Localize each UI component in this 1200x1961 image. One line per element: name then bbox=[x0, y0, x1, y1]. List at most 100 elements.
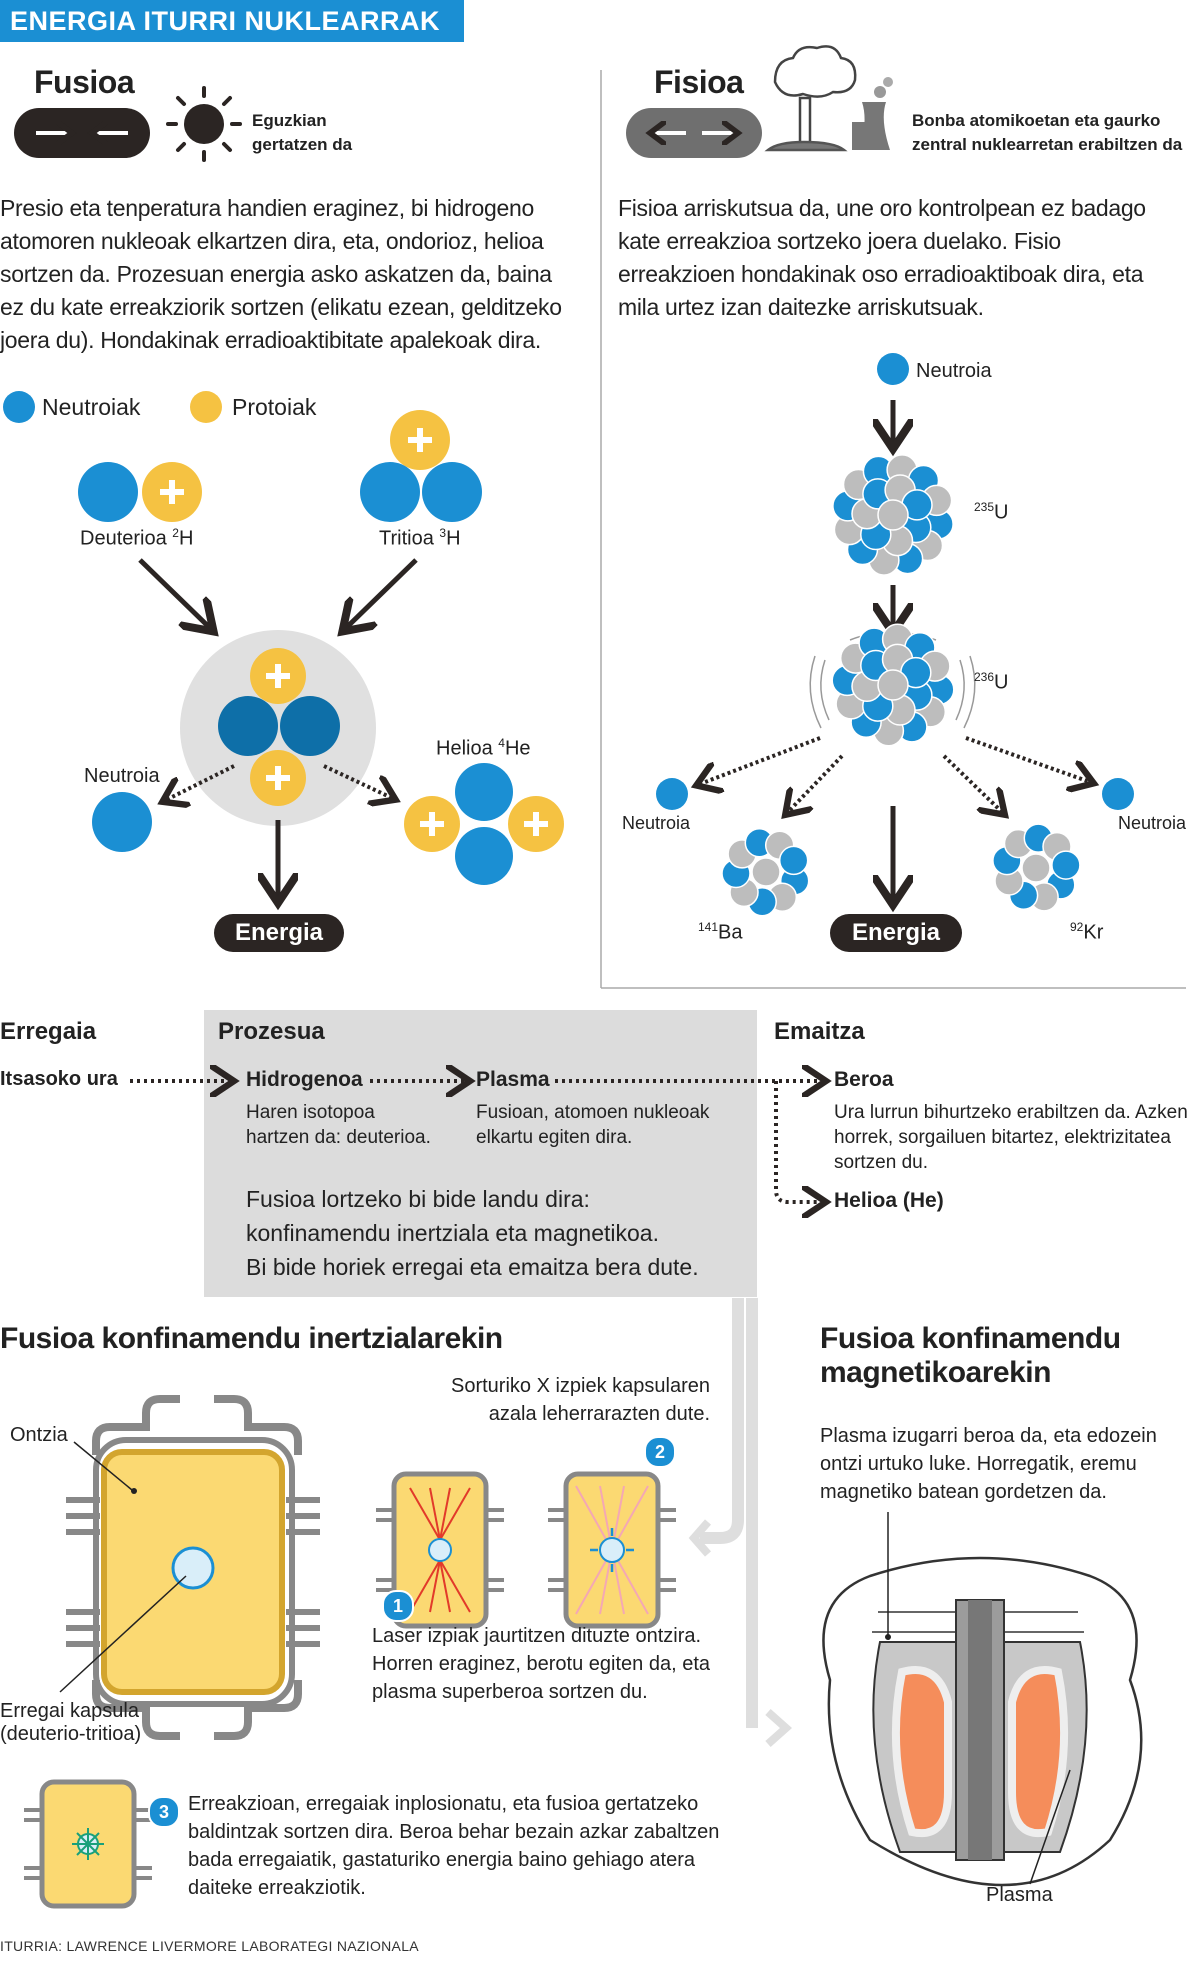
ba-nucleus bbox=[721, 827, 810, 917]
helium-label: Helioa 4He bbox=[436, 736, 531, 761]
tokamak-reactor bbox=[822, 1556, 1143, 1887]
description-line: kate erreakzioa sortzeko joera duelako. … bbox=[618, 228, 1061, 254]
fission-description: Fisioa arriskutsua da, une oro kontrolpe… bbox=[618, 192, 1198, 324]
reaction-text-line: baldintzak sortzen dira. Beroa behar bez… bbox=[188, 1821, 720, 1843]
plasma-text: Fusioan, atomoen nukleoak elkartu egiten… bbox=[476, 1100, 709, 1150]
hydrogen-text: Haren isotopoa hartzen da: deuterioa. bbox=[246, 1100, 431, 1150]
helium-element: He bbox=[504, 737, 531, 760]
arrow-tritium bbox=[346, 558, 418, 628]
description-line: atomoren nukleoak elkartzen dira, eta, o… bbox=[0, 228, 544, 254]
u236-iso: 236 bbox=[974, 670, 995, 684]
magnetic-title: Fusioa konfinamendu magnetikoarekin bbox=[820, 1322, 1121, 1390]
process-note-line: Bi bide horiek erregai eta emaitza bera … bbox=[246, 1254, 699, 1280]
arrow-to-left-neutron bbox=[700, 736, 821, 784]
arrow-plasma-to-helium bbox=[774, 1081, 822, 1202]
u235-element: U bbox=[994, 501, 1009, 524]
nucleon bbox=[877, 669, 909, 701]
tritium-iso: 3 bbox=[439, 526, 447, 540]
power-plant-icon bbox=[852, 77, 893, 150]
capsule-label-line: (deuterio-tritioa) bbox=[0, 1723, 142, 1745]
laser-vessel bbox=[376, 1471, 504, 1629]
hydrogen-label: Hidrogenoa bbox=[246, 1068, 363, 1091]
u236-nucleus bbox=[831, 623, 955, 747]
nucleon bbox=[751, 857, 781, 887]
fission-caption-line: zentral nuklearretan erabiltzen da bbox=[912, 135, 1183, 154]
magnetic-text-line: Plasma izugarri beroa da, eta edozein bbox=[820, 1425, 1157, 1447]
fusion-core bbox=[180, 630, 376, 826]
magnetic-text-line: magnetiko batean gordetzen da. bbox=[820, 1481, 1107, 1503]
laser-text-line: Horren eraginez, berotu egiten da, eta bbox=[372, 1653, 710, 1675]
helium-iso: 4 bbox=[498, 736, 505, 750]
step-2-badge: 2 bbox=[644, 1436, 676, 1468]
deuterium-label: Deuterioa 2H bbox=[80, 526, 193, 551]
vessel-leader-line bbox=[73, 1441, 133, 1491]
vessel-label: Ontzia bbox=[10, 1424, 68, 1446]
xray-text-line: Sorturiko X izpiek kapsularen bbox=[450, 1375, 710, 1397]
ba-iso: 141 bbox=[698, 920, 719, 934]
tritium-name: Tritioa bbox=[379, 527, 434, 550]
fusion-nucleus bbox=[218, 648, 340, 806]
arrow-to-kr bbox=[942, 754, 1002, 812]
fusion-arrows-icon bbox=[14, 108, 150, 158]
deuterium-element: H bbox=[178, 527, 194, 550]
ba-element: Ba bbox=[718, 921, 743, 944]
seawater-label: Itsasoko ura bbox=[0, 1068, 118, 1090]
description-line: erreakzioen hondakinak oso erradioaktibo… bbox=[618, 261, 1144, 287]
helium-atom bbox=[404, 763, 564, 885]
fusion-neutron-label: Neutroia bbox=[84, 765, 160, 787]
incoming-neutron bbox=[877, 353, 909, 385]
fuel-title: Erregaia bbox=[0, 1018, 97, 1045]
fission-energy-badge: Energia bbox=[830, 914, 962, 952]
kr-element: Kr bbox=[1083, 921, 1104, 944]
connector-to-inertial bbox=[700, 1298, 744, 1544]
process-title: Prozesua bbox=[218, 1018, 325, 1045]
xray-vessel bbox=[548, 1471, 676, 1629]
sun-icon bbox=[166, 86, 242, 162]
laser-text-line: plasma superberoa sortzen du. bbox=[372, 1681, 648, 1703]
nucleon bbox=[877, 499, 909, 531]
plasma-text-line: elkartu egiten dira. bbox=[476, 1127, 633, 1148]
description-line: Fisioa arriskutsua da, une oro kontrolpe… bbox=[618, 195, 1146, 221]
reaction-text-line: daiteke erreakziotik. bbox=[188, 1877, 366, 1899]
laser-text-line: Laser izpiak jaurtitzen dituzte ontzira. bbox=[372, 1625, 702, 1647]
heat-text-line: horrek, sorgailuen bitartez, elektrizita… bbox=[834, 1127, 1171, 1148]
plasma-leader-line bbox=[1029, 1769, 1071, 1885]
step-1-badge: 1 bbox=[382, 1590, 414, 1622]
heat-label: Beroa bbox=[834, 1068, 894, 1091]
tritium-element: H bbox=[446, 527, 461, 550]
sun-caption: Eguzkian gertatzen da bbox=[252, 109, 352, 157]
implosion-vessel bbox=[24, 1779, 152, 1909]
fission-caption-line: Bonba atomikoetan eta gaurko bbox=[912, 111, 1161, 130]
u236-element: U bbox=[994, 671, 1009, 694]
u235-label: 235U bbox=[974, 500, 1008, 525]
process-note-line: Fusioa lortzeko bi bide landu dira: bbox=[246, 1186, 590, 1212]
tokamak-plasma-label: Plasma bbox=[986, 1884, 1053, 1906]
source-credit: ITURRIA: LAWRENCE LIVERMORE LABORATEGI N… bbox=[0, 1938, 419, 1954]
sun-caption-line: gertatzen da bbox=[252, 135, 353, 154]
tritium-atom bbox=[360, 410, 482, 522]
heat-text-line: Ura lurrun bihurtzeko erabiltzen da. Azk… bbox=[834, 1102, 1188, 1123]
kr-label: 92Kr bbox=[1070, 920, 1103, 945]
heat-text-line: sortzen du. bbox=[834, 1152, 928, 1173]
ba-label: 141Ba bbox=[698, 920, 743, 945]
xray-text: Sorturiko X izpiek kapsularen azala lehe… bbox=[420, 1372, 710, 1428]
fission-caption: Bonba atomikoetan eta gaurko zentral nuk… bbox=[912, 109, 1182, 157]
legend-neutron-icon bbox=[3, 391, 35, 423]
deuterium-atom bbox=[78, 462, 202, 522]
fusion-energy-badge: Energia bbox=[214, 914, 344, 952]
magnetic-title-line: Fusioa konfinamendu bbox=[820, 1322, 1121, 1355]
fission-title: Fisioa bbox=[654, 64, 744, 100]
hohlraum-vessel bbox=[66, 1395, 320, 1740]
capsule-leader-line bbox=[59, 1575, 187, 1693]
sun-caption-line: Eguzkian bbox=[252, 111, 327, 130]
result-title: Emaitza bbox=[774, 1018, 865, 1045]
arrow-deuterium bbox=[138, 558, 210, 628]
deuterium-name: Deuterioa bbox=[80, 527, 167, 550]
description-line: mila urtez izan daitezke arriskutsuak. bbox=[618, 294, 984, 320]
heat-text: Ura lurrun bihurtzeko erabiltzen da. Azk… bbox=[834, 1100, 1200, 1175]
page-banner: ENERGIA ITURRI NUKLEARRAK bbox=[0, 0, 464, 42]
tritium-label: Tritioa 3H bbox=[379, 526, 461, 551]
plasma-text-line: Fusioan, atomoen nukleoak bbox=[476, 1102, 710, 1123]
helium-result-label: Helioa (He) bbox=[834, 1189, 944, 1212]
